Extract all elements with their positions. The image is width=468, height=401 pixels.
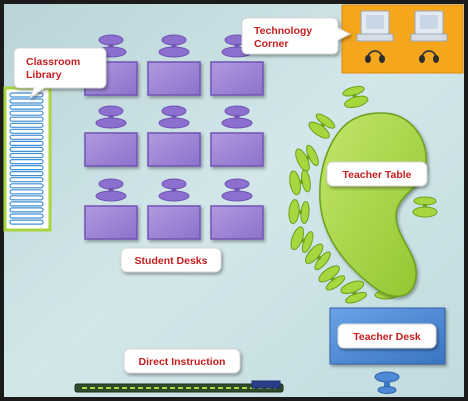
- student-desk: [147, 205, 201, 240]
- classroom-library-shelf: [3, 86, 52, 232]
- student-chair: [158, 34, 190, 58]
- classroom-library-label-line2: Library: [26, 69, 62, 81]
- student-desk: [147, 132, 201, 167]
- classroom-library-label-line1: Classroom: [26, 56, 80, 68]
- library-book-slot: [9, 159, 44, 165]
- library-book-slot: [9, 195, 44, 201]
- library-book-slot: [9, 183, 44, 189]
- teacher-desk-label: Teacher Desk: [353, 331, 421, 343]
- library-book-slot: [9, 189, 44, 195]
- callout-student-desks: Student Desks: [120, 247, 222, 273]
- library-book-slot: [9, 146, 44, 152]
- student-chair: [95, 178, 127, 202]
- direct-instruction-board: [74, 380, 284, 393]
- teacher-table-label: Teacher Table: [342, 169, 411, 181]
- student-desk: [210, 61, 264, 96]
- library-book-slot: [9, 165, 44, 171]
- library-book-slot: [9, 201, 44, 207]
- monitor-screen: [366, 15, 384, 29]
- student-desk: [84, 132, 138, 167]
- callout-direct-instruction: Direct Instruction: [123, 348, 241, 374]
- library-book-slot: [9, 171, 44, 177]
- callout-classroom-library: Classroom Library: [13, 47, 107, 100]
- direct-instruction-label: Direct Instruction: [139, 356, 226, 368]
- callout-bubble: [13, 47, 107, 100]
- teacher-table-chairs: [288, 85, 438, 304]
- student-desk-unit: [210, 178, 264, 240]
- student-desks-label: Student Desks: [135, 255, 208, 267]
- library-book-slot: [9, 98, 44, 104]
- library-book-slot: [9, 110, 44, 116]
- student-chair: [158, 178, 190, 202]
- library-book-slots: [9, 92, 44, 225]
- student-chair: [221, 105, 253, 129]
- technology-corner: [341, 4, 464, 74]
- student-chair: [158, 105, 190, 129]
- teacher-table-chair: [342, 85, 369, 109]
- teacher-table-chair: [412, 196, 438, 218]
- technology-corner-label-line2: Corner: [254, 38, 288, 50]
- student-desk-unit: [147, 178, 201, 240]
- teacher-table-chair: [289, 169, 311, 196]
- callout-bubble: [241, 17, 352, 55]
- teacher-table-chair: [308, 113, 336, 139]
- callout-technology-corner: Technology Corner: [241, 17, 352, 55]
- technology-corner-label-line1: Technology: [254, 25, 312, 37]
- headphones-icon: [419, 50, 439, 63]
- teacher-table-chair: [288, 199, 310, 225]
- student-desk: [210, 205, 264, 240]
- library-book-slot: [9, 213, 44, 219]
- student-desk: [84, 205, 138, 240]
- teacher-table: [319, 112, 427, 298]
- teacher-table-chair: [318, 265, 346, 291]
- callout-bubble: [337, 323, 437, 349]
- teacher-table-chair: [305, 243, 331, 271]
- library-book-slot: [9, 177, 44, 183]
- library-book-slot: [9, 92, 44, 98]
- library-book-slot: [9, 152, 44, 159]
- whiteboard-eraser: [251, 380, 281, 389]
- callout-teacher-desk: Teacher Desk: [337, 323, 437, 349]
- student-desk-unit: [84, 178, 138, 240]
- keyboard-icon: [356, 33, 394, 42]
- library-book-slot: [9, 134, 44, 140]
- library-book-slot: [9, 104, 44, 110]
- library-book-slot: [9, 116, 44, 122]
- callout-bubble: [120, 247, 222, 273]
- teacher-table-chair: [340, 280, 367, 304]
- student-desk: [147, 61, 201, 96]
- teacher-table-chair: [290, 226, 314, 253]
- library-book-slot: [9, 122, 44, 128]
- student-desk: [210, 132, 264, 167]
- keyboard-icon: [410, 33, 448, 42]
- callout-teacher-table: Teacher Table: [326, 161, 428, 187]
- computer-station-1: [356, 10, 394, 63]
- student-desk-unit: [147, 34, 201, 96]
- student-desk-unit: [147, 105, 201, 167]
- student-chair: [221, 178, 253, 202]
- student-desks-group: [84, 34, 264, 240]
- student-chair: [95, 105, 127, 129]
- callout-bubble: [326, 161, 428, 187]
- library-book-slot: [9, 207, 44, 213]
- headphones-icon: [365, 50, 385, 63]
- computer-station-2: [410, 10, 448, 63]
- library-book-slot: [9, 128, 44, 134]
- teacher-table-chair: [295, 144, 319, 172]
- callout-bubble: [123, 348, 241, 374]
- teacher-chair: [374, 371, 400, 394]
- library-book-slot: [9, 140, 44, 146]
- student-desk-unit: [210, 105, 264, 167]
- student-desk-unit: [84, 105, 138, 167]
- monitor-screen: [420, 15, 438, 29]
- library-book-slot: [9, 219, 44, 225]
